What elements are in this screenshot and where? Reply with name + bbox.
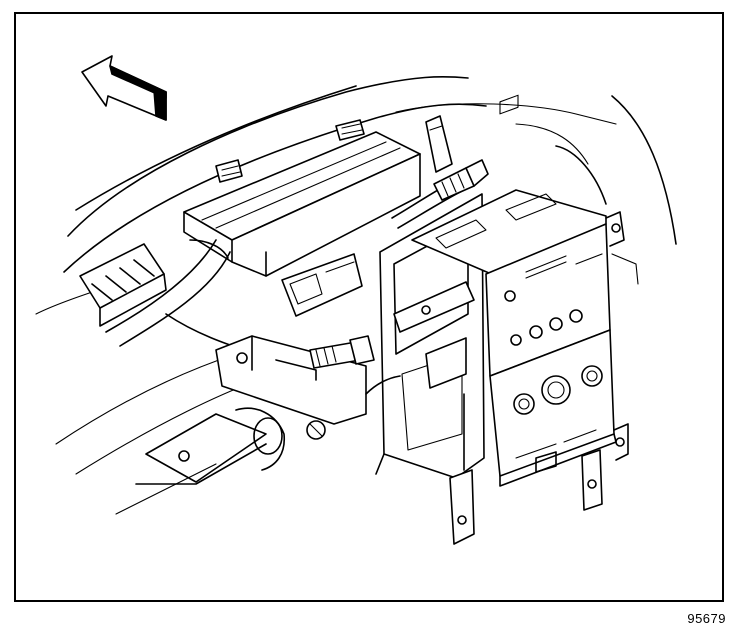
- center-vent-opening: [281, 253, 363, 317]
- front-direction-arrow-icon: [81, 55, 167, 121]
- figure-number: 95679: [687, 611, 726, 626]
- defroster-vent-left: [215, 159, 243, 183]
- radio-receiver-unit: [411, 94, 611, 377]
- defroster-vent-right: [335, 119, 365, 141]
- cross-car-beam: [55, 239, 277, 475]
- instrument-panel-upper-trim: [35, 75, 677, 315]
- left-side-vent-register: [79, 243, 167, 327]
- mounting-bolt: [309, 335, 375, 369]
- lower-bracket-left: [115, 389, 326, 515]
- right-mounting-tab: [535, 211, 639, 511]
- instrument-panel-exploded-view: [35, 55, 677, 545]
- hvac-duct-housing: [183, 115, 453, 277]
- wiring-harness-conduit: [391, 159, 489, 229]
- illustration-frame: [14, 12, 724, 602]
- hvac-control-module: [489, 329, 617, 487]
